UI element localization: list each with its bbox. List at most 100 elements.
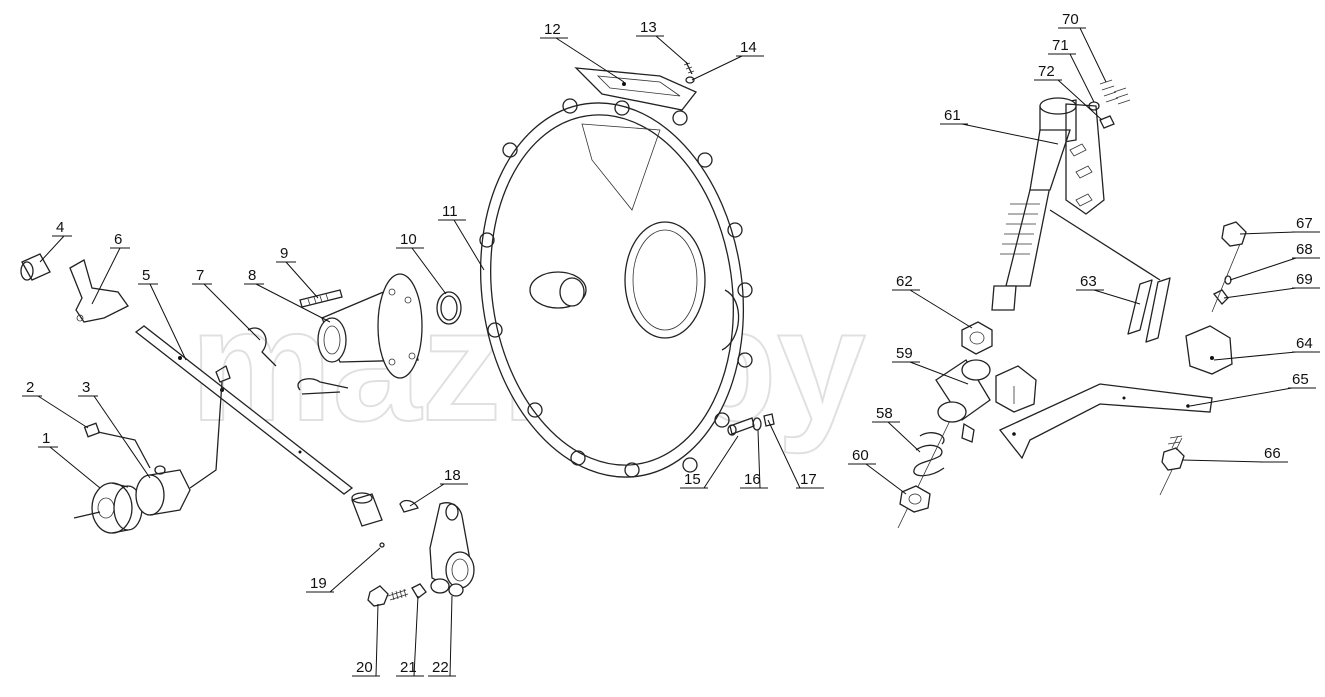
part-10-seal-ring bbox=[436, 291, 462, 325]
part-3-bearing-sleeve bbox=[135, 465, 191, 516]
part-11-clutch-housing bbox=[479, 98, 753, 478]
svg-text:22: 22 bbox=[432, 659, 449, 676]
svg-text:3: 3 bbox=[82, 379, 90, 396]
part-63-rod bbox=[1049, 209, 1171, 343]
svg-text:66: 66 bbox=[1264, 445, 1281, 462]
part-67-nut bbox=[1221, 221, 1247, 247]
svg-text:15: 15 bbox=[684, 471, 701, 488]
callout-16: 16 bbox=[740, 429, 768, 489]
svg-text:16: 16 bbox=[744, 471, 761, 488]
svg-text:19: 19 bbox=[310, 575, 327, 592]
svg-text:71: 71 bbox=[1052, 37, 1069, 54]
part-69-nut bbox=[1211, 243, 1241, 313]
part-2-grease-tube bbox=[83, 422, 151, 469]
callout-15: 15 bbox=[680, 435, 739, 489]
svg-text:59: 59 bbox=[896, 345, 913, 362]
part-13-screw bbox=[683, 61, 695, 75]
part-bushing-18 bbox=[351, 492, 383, 527]
svg-text:1: 1 bbox=[42, 430, 50, 447]
svg-text:72: 72 bbox=[1038, 63, 1055, 80]
part-9-bolt bbox=[299, 289, 343, 308]
svg-text:18: 18 bbox=[444, 467, 461, 484]
svg-text:2: 2 bbox=[26, 379, 34, 396]
svg-text:58: 58 bbox=[876, 405, 893, 422]
part-16-spring-washer bbox=[752, 417, 762, 431]
svg-text:5: 5 bbox=[142, 267, 150, 284]
callout-2: 2 bbox=[22, 379, 89, 429]
part-1-release-bearing bbox=[73, 482, 143, 534]
svg-text:67: 67 bbox=[1296, 215, 1313, 232]
callout-70: 70 bbox=[1058, 11, 1107, 83]
part-cap-left bbox=[995, 365, 1037, 413]
callout-67: 67 bbox=[1239, 215, 1320, 235]
callout-5: 5 bbox=[138, 267, 187, 361]
callout-17: 17 bbox=[767, 419, 824, 489]
part-7-release-fork bbox=[189, 327, 277, 489]
callout-6: 6 bbox=[91, 231, 130, 305]
part-15-bolt bbox=[727, 417, 755, 436]
svg-text:20: 20 bbox=[356, 659, 373, 676]
part-14-washer bbox=[685, 76, 695, 84]
svg-text:7: 7 bbox=[196, 267, 204, 284]
callout-13: 13 bbox=[636, 19, 689, 65]
callout-4: 4 bbox=[39, 219, 72, 263]
part-12-inspection-cover bbox=[574, 67, 698, 111]
svg-text:21: 21 bbox=[400, 659, 417, 676]
callout-63: 63 bbox=[1076, 273, 1141, 305]
callout-22: 22 bbox=[428, 595, 456, 677]
callout-12: 12 bbox=[540, 21, 625, 83]
callout-61: 61 bbox=[940, 107, 1059, 145]
svg-text:17: 17 bbox=[800, 471, 817, 488]
callout-10: 10 bbox=[396, 231, 447, 295]
part-66-adjusting-bolt bbox=[1159, 435, 1185, 496]
part-19-pin bbox=[379, 542, 385, 548]
svg-text:12: 12 bbox=[544, 21, 561, 38]
part-22-release-lever bbox=[429, 502, 475, 597]
part-17-nut bbox=[763, 413, 775, 427]
callout-68: 68 bbox=[1229, 241, 1320, 281]
svg-text:11: 11 bbox=[442, 203, 458, 220]
callout-71: 71 bbox=[1048, 37, 1095, 103]
callout-8: 8 bbox=[244, 267, 331, 323]
svg-text:70: 70 bbox=[1062, 11, 1079, 28]
callout-19: 19 bbox=[306, 547, 381, 593]
svg-text:9: 9 bbox=[280, 245, 288, 262]
part-8-guide-sleeve bbox=[317, 273, 423, 379]
part-61-splined-shaft bbox=[991, 97, 1105, 311]
part-20-bolt bbox=[367, 585, 409, 607]
svg-text:61: 61 bbox=[944, 107, 961, 124]
part-5-fork-shaft bbox=[134, 325, 354, 495]
callout-14: 14 bbox=[691, 39, 764, 81]
svg-text:63: 63 bbox=[1080, 273, 1097, 290]
svg-text:13: 13 bbox=[640, 19, 657, 36]
svg-text:4: 4 bbox=[56, 219, 64, 236]
svg-text:10: 10 bbox=[400, 231, 417, 248]
callout-65: 65 bbox=[1189, 371, 1316, 407]
part-65-lever-arm bbox=[998, 383, 1213, 460]
part-8-spring-clip bbox=[297, 378, 349, 395]
callout-1: 1 bbox=[38, 430, 101, 489]
svg-text:6: 6 bbox=[114, 231, 122, 248]
part-21-nut bbox=[411, 583, 427, 599]
callout-20: 20 bbox=[352, 603, 380, 677]
svg-text:68: 68 bbox=[1296, 241, 1313, 258]
callout-66: 66 bbox=[1181, 445, 1288, 463]
part-62-nut bbox=[961, 321, 993, 355]
callout-69: 69 bbox=[1223, 271, 1320, 299]
callout-58: 58 bbox=[872, 405, 921, 453]
part-4-bushing bbox=[20, 253, 51, 281]
callout-9: 9 bbox=[276, 245, 319, 299]
svg-text:65: 65 bbox=[1292, 371, 1309, 388]
callout-21: 21 bbox=[396, 595, 424, 677]
callout-11: 11 bbox=[438, 203, 485, 271]
part-72-nut bbox=[1099, 115, 1115, 129]
callout-60: 60 bbox=[848, 447, 907, 495]
part-64-cap bbox=[1185, 325, 1233, 375]
svg-text:62: 62 bbox=[896, 273, 913, 290]
callout-72: 72 bbox=[1034, 63, 1103, 121]
svg-text:8: 8 bbox=[248, 267, 256, 284]
callout-7: 7 bbox=[192, 267, 261, 341]
callout-64: 64 bbox=[1213, 335, 1320, 361]
callout-59: 59 bbox=[892, 345, 969, 385]
